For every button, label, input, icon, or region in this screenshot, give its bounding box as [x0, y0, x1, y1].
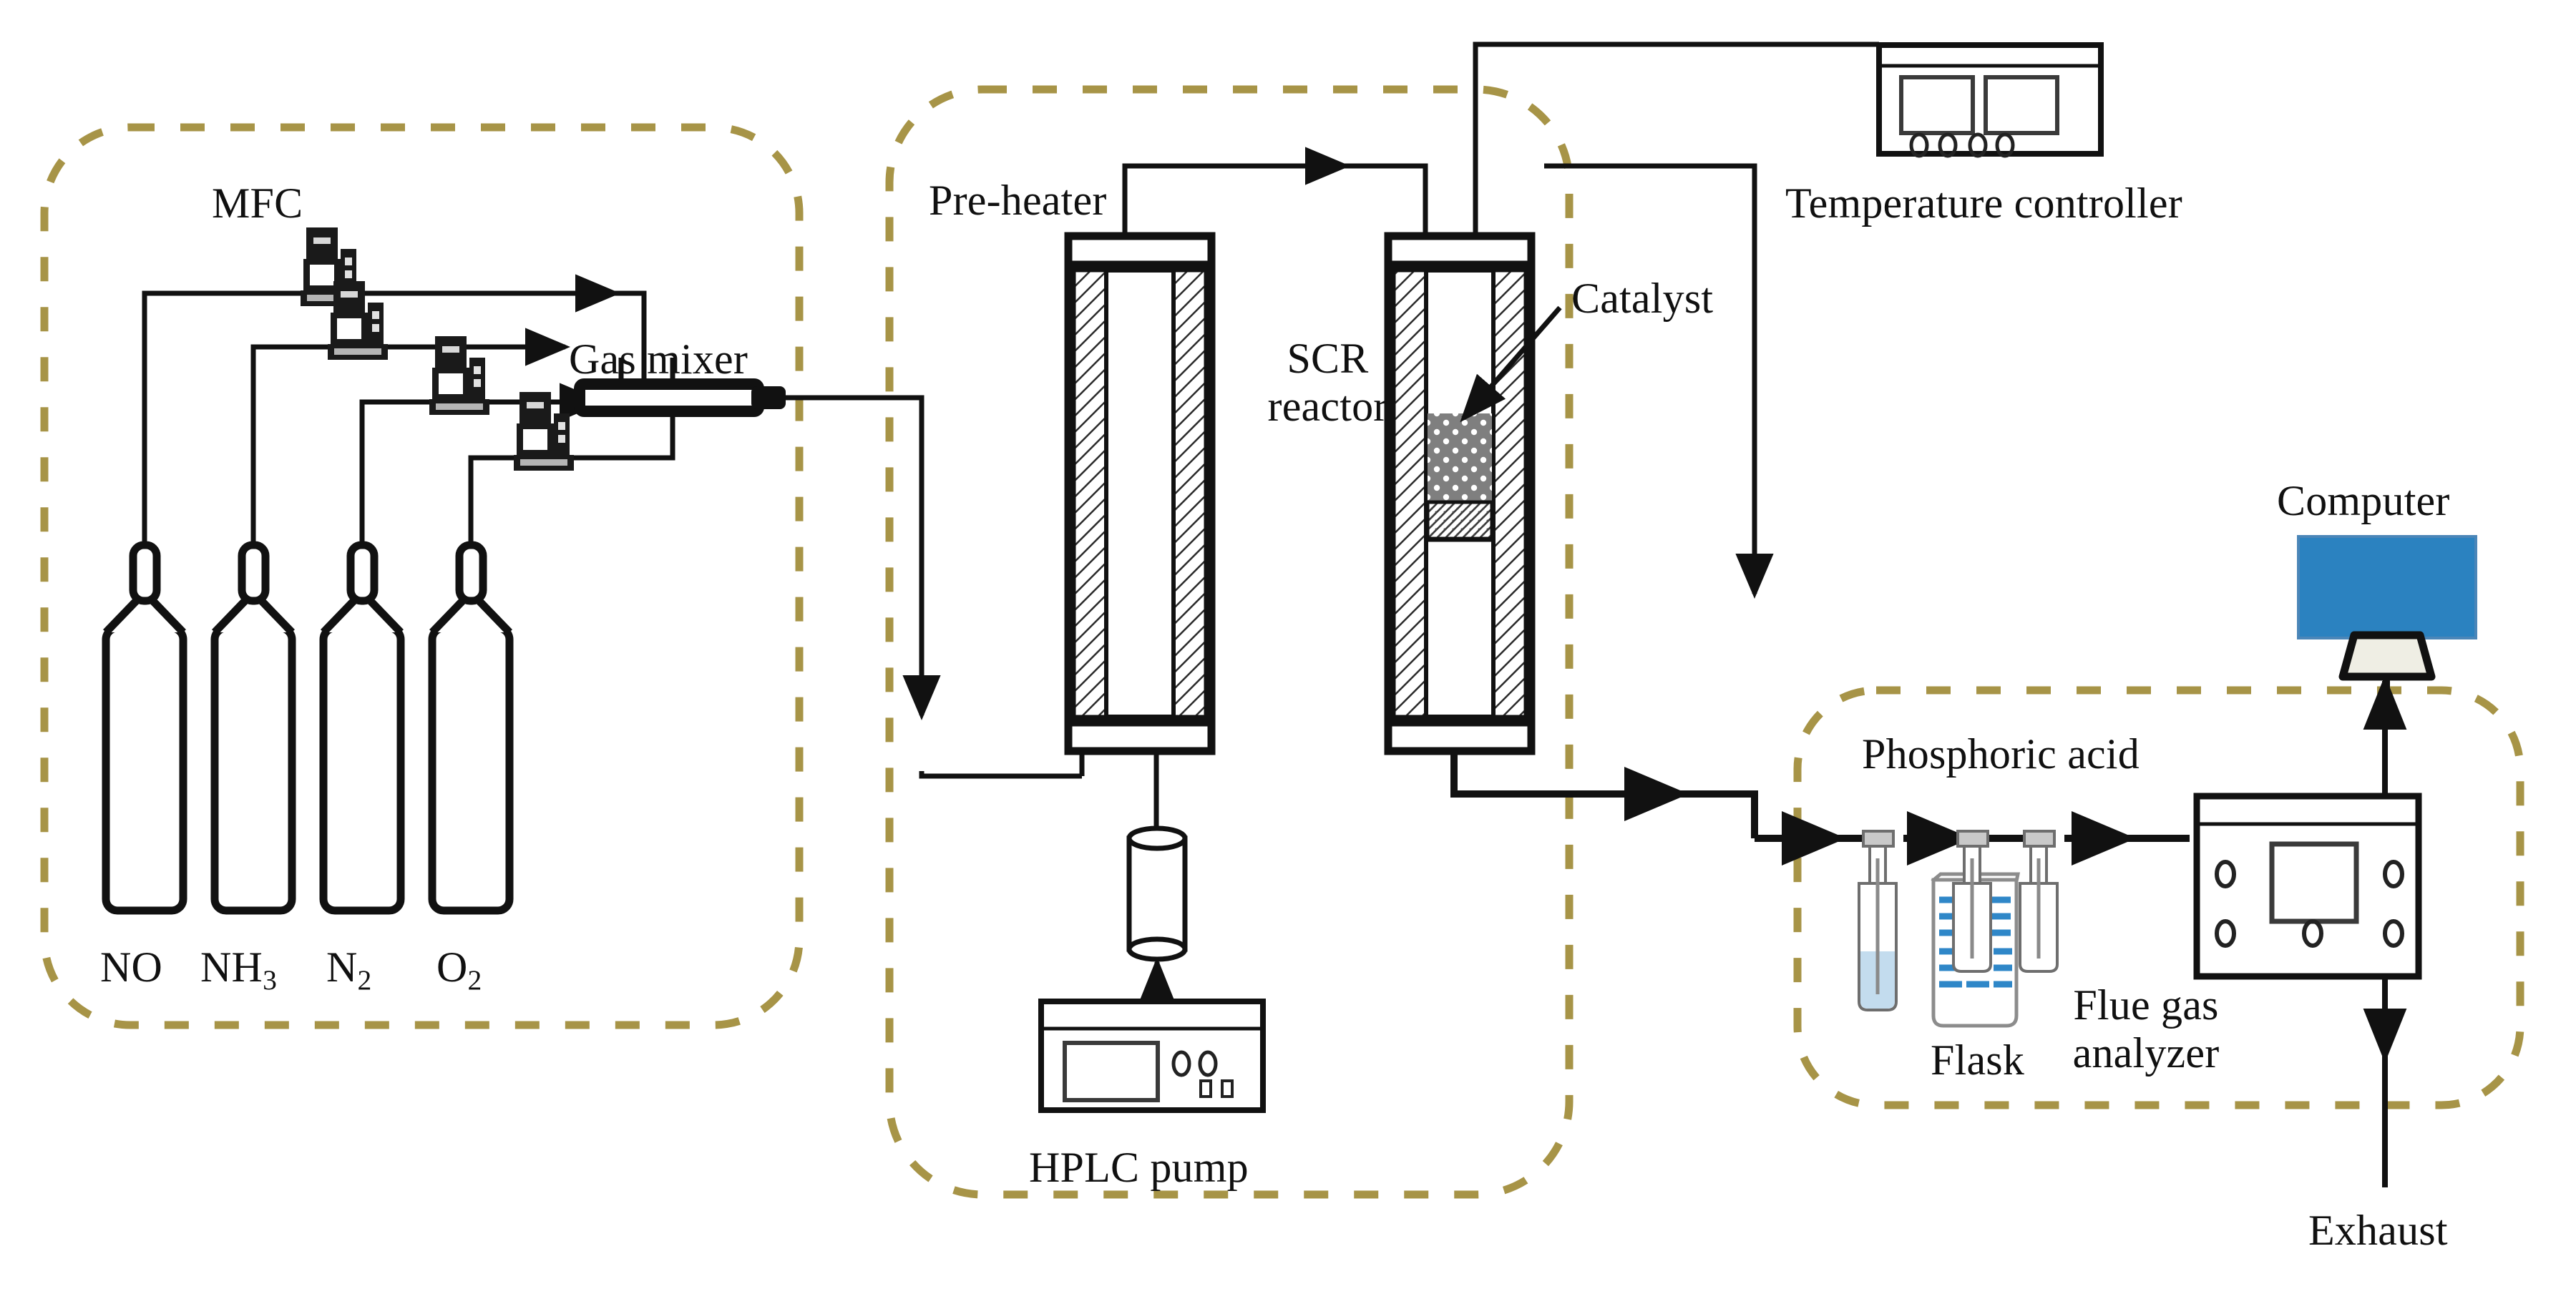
- mfc-4-icon: [514, 392, 574, 471]
- hplc-knobs[interactable]: [1171, 1050, 1218, 1077]
- reactor-outlet-line: [1450, 751, 1846, 866]
- label-temperature-controller: Temperature controller: [1785, 180, 2182, 227]
- monitor-stand: [2338, 631, 2436, 681]
- cylinder-n2: [319, 501, 405, 915]
- cylinder-n2-sub: 2: [357, 964, 372, 996]
- catalyst-bed: [1428, 413, 1492, 502]
- cylinder-nh3-text: NH: [200, 943, 263, 991]
- support-layer: [1425, 500, 1494, 541]
- cylinder-o2-sub: 2: [467, 964, 482, 996]
- label-pre-heater: Pre-heater: [929, 177, 1107, 224]
- mfc-3-icon: [429, 336, 489, 415]
- label-cylinder-no: NO: [100, 944, 162, 991]
- hplc-switches[interactable]: [1199, 1079, 1234, 1098]
- label-flue-gas-analyzer-line2: analyzer: [2072, 1029, 2220, 1077]
- absorption-train: [1839, 811, 2340, 1028]
- controller-power-line: [1544, 163, 1774, 599]
- label-flue-gas-analyzer-line1: Flue gas: [2073, 981, 2219, 1029]
- cylinder-n2-text: N: [326, 943, 358, 991]
- preheater-to-reactor-line: [1122, 147, 1428, 236]
- analysis-group-box: [1793, 686, 2524, 1109]
- flue-gas-analyzer: [2193, 793, 2422, 980]
- label-cylinder-o2: O2: [436, 944, 482, 996]
- mfc-2-icon: [328, 281, 388, 360]
- label-catalyst: Catalyst: [1571, 275, 1714, 322]
- gas-mixer-icon: [574, 378, 786, 417]
- label-cylinder-nh3: NH3: [200, 944, 277, 996]
- wash-bottle-3: [2019, 830, 2059, 973]
- mixer-outlet-line: [786, 395, 1085, 779]
- dashed-group-boxes: [40, 85, 2524, 1199]
- cylinder-no: [102, 501, 187, 915]
- computer: [2297, 535, 2477, 722]
- pre-heater: [1064, 232, 1216, 755]
- wash-bottle-1: [1858, 830, 1898, 1011]
- label-gas-mixer: Gas mixer: [569, 335, 748, 383]
- label-cylinder-n2: N2: [326, 944, 372, 996]
- gas-cylinder-bank: [102, 501, 514, 915]
- cylinder-o2-text: O: [436, 943, 468, 991]
- cylinder-o2: [428, 501, 514, 915]
- label-phosphoric-acid: Phosphoric acid: [1862, 730, 2140, 778]
- catalyst-pointer: [1460, 305, 1562, 423]
- mfc-1-icon: [301, 227, 361, 306]
- label-hplc-pump: HPLC pump: [1029, 1144, 1249, 1191]
- label-computer: Computer: [2277, 477, 2450, 524]
- cylinder-nh3-sub: 3: [263, 964, 278, 996]
- label-flue-gas-analyzer: Flue gas analyzer: [2049, 981, 2243, 1077]
- gas-supply-group-box: [40, 123, 804, 1029]
- analyzer-display: [2269, 841, 2359, 924]
- temperature-controller: [1876, 42, 2104, 158]
- wash-bottle-2: [1952, 830, 1992, 973]
- label-mfc: MFC: [212, 180, 303, 227]
- scr-reactor: [1384, 232, 1536, 755]
- thermocouple-line: [1473, 41, 1879, 236]
- cylinder-no-text: NO: [100, 943, 163, 991]
- controller-display-1: [1899, 75, 1975, 135]
- analyzer-knobs[interactable]: [2215, 860, 2404, 948]
- hplc-pump: [1038, 825, 1266, 1113]
- label-scr-reactor: SCR reactor: [1251, 335, 1405, 431]
- mass-flow-controllers: [301, 227, 574, 471]
- label-flask: Flask: [1931, 1036, 2025, 1084]
- label-exhaust: Exhaust: [2308, 1207, 2448, 1254]
- monitor-screen: [2297, 535, 2477, 639]
- cylinder-nh3: [210, 501, 296, 915]
- controller-knobs[interactable]: [1909, 132, 2015, 158]
- label-scr-reactor-line1: SCR: [1287, 335, 1369, 382]
- solution-vessel: [1126, 825, 1188, 962]
- label-scr-reactor-line2: reactor: [1267, 383, 1388, 431]
- controller-display-2: [1984, 75, 2059, 135]
- hplc-display: [1063, 1041, 1160, 1102]
